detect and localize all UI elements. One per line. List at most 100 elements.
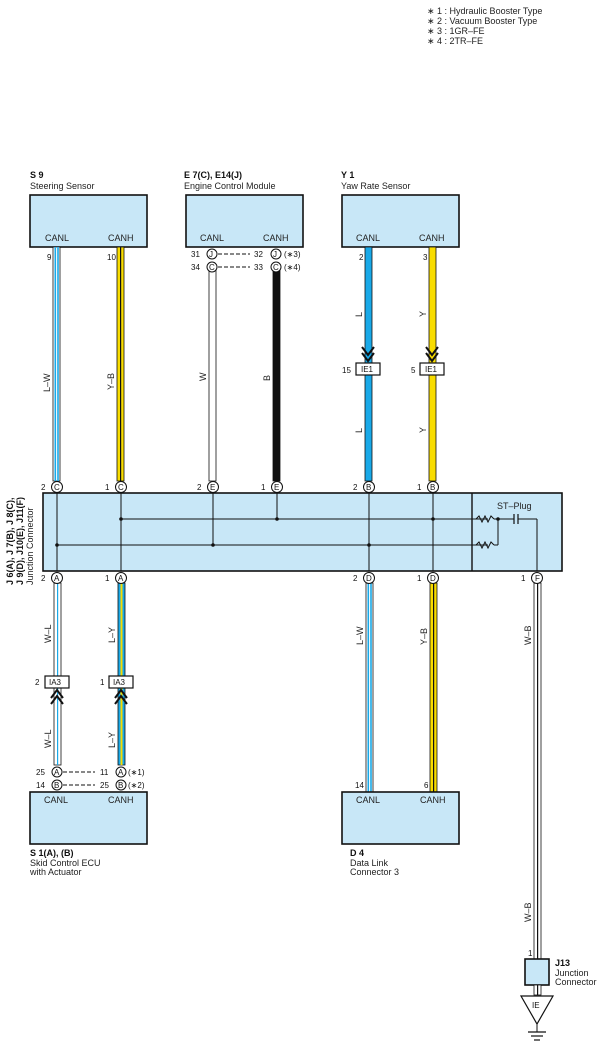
d4-code: D 4: [350, 848, 364, 858]
st-plug-label: ST–Plug: [497, 501, 532, 511]
svg-text:C: C: [273, 263, 279, 272]
y1-canl-label: CANL: [356, 233, 380, 243]
svg-text:B: B: [54, 781, 59, 790]
skid-control-ecu-box: [29, 791, 148, 845]
svg-text:5: 5: [411, 366, 416, 375]
steering-sensor-box: [29, 194, 148, 248]
s1-code: S 1(A), (B): [30, 848, 74, 858]
data-link-connector-box: [341, 791, 460, 845]
ecm-code: E 7(C), E14(J): [184, 170, 242, 180]
ia3-connector-canh: IA3 1: [100, 675, 134, 705]
wire-s1-canh: [117, 582, 126, 766]
wire-s1-canl: [53, 582, 62, 766]
wire-ecm-canl: [208, 265, 217, 482]
wire-d4-canh: [429, 582, 438, 793]
svg-text:2: 2: [353, 574, 358, 583]
jc-top-pins: 2 C 1 C 2 E 1 E 2 B 1 B: [41, 481, 439, 493]
label-wl-2: W–L: [43, 729, 53, 748]
svg-text:F: F: [535, 574, 540, 583]
wire-s9-canh: [116, 246, 125, 482]
d4-canh-pin: 6: [424, 781, 429, 790]
junction-bus: [55, 493, 538, 571]
ecm-name: Engine Control Module: [184, 181, 276, 191]
j13-code: J13: [555, 958, 570, 968]
note-1: ∗ 1 : Hydraulic Booster Type: [427, 6, 542, 16]
d4-canl-pin: 14: [355, 781, 364, 790]
jc-code-2: J 9(D), J10(E), J11(F): [15, 497, 25, 585]
svg-text:33: 33: [254, 263, 263, 272]
yaw-rate-sensor-box: [341, 194, 460, 248]
svg-text:B: B: [118, 781, 123, 790]
label-yb-2: Y–B: [419, 628, 429, 645]
label-yb: Y–B: [106, 373, 116, 390]
note-4: ∗ 4 : 2TR–FE: [427, 36, 483, 46]
svg-text:IA3: IA3: [113, 678, 126, 687]
j13-name-2: Connector: [555, 977, 597, 987]
svg-text:32: 32: [254, 250, 263, 259]
svg-text:34: 34: [191, 263, 200, 272]
ecm-canh-label: CANH: [263, 233, 289, 243]
label-lw: L–W: [42, 373, 52, 392]
y1-name: Yaw Rate Sensor: [341, 181, 410, 191]
s9-canl-label: CANL: [45, 233, 69, 243]
label-l-1: L: [354, 312, 364, 317]
svg-text:11: 11: [100, 768, 109, 777]
svg-text:A: A: [54, 768, 60, 777]
label-y-2: Y: [418, 427, 428, 433]
ground-ie-symbol: IE: [519, 995, 555, 1041]
svg-text:B: B: [430, 483, 435, 492]
svg-text:2: 2: [41, 483, 46, 492]
s1-canh-label: CANH: [108, 795, 134, 805]
svg-text:A: A: [118, 574, 124, 583]
s9-code: S 9: [30, 170, 44, 180]
ia3-connector-canl: IA3 2: [35, 675, 70, 705]
note-3: ∗ 3 : 1GR–FE: [427, 26, 485, 36]
label-wl-1: W–L: [43, 624, 53, 643]
label-wb-2: W–B: [523, 902, 533, 922]
svg-text:(∗2): (∗2): [128, 781, 145, 790]
jc-code-1: J 6(A), J 7(B), J 8(C),: [5, 497, 15, 585]
ie1-connector-y: IE1 5: [411, 346, 445, 376]
label-w: W: [198, 372, 208, 381]
svg-text:1: 1: [261, 483, 266, 492]
s1-name-1: Skid Control ECU: [30, 858, 101, 868]
svg-text:1: 1: [417, 574, 422, 583]
y1-canh-label: CANH: [419, 233, 445, 243]
y1-canh-pin: 3: [423, 253, 428, 262]
wire-s9-canl: [52, 246, 61, 482]
y1-code: Y 1: [341, 170, 354, 180]
svg-text:25: 25: [100, 781, 109, 790]
s9-canh-pin: 10: [107, 253, 116, 262]
svg-text:E: E: [274, 483, 279, 492]
svg-text:15: 15: [342, 366, 351, 375]
ie1-connector-l: IE1 15: [342, 346, 381, 376]
s9-canh-label: CANH: [108, 233, 134, 243]
svg-text:C: C: [209, 263, 215, 272]
svg-text:1: 1: [528, 949, 533, 958]
svg-text:2: 2: [41, 574, 46, 583]
y1-canl-pin: 2: [359, 253, 364, 262]
svg-text:1: 1: [105, 574, 110, 583]
jc-name: Junction Connector: [25, 507, 35, 585]
svg-text:A: A: [118, 768, 124, 777]
ecm-pin-block: 31 J 32 J (∗3) 34 C 33 C (∗4): [191, 248, 301, 273]
svg-text:J: J: [209, 250, 213, 259]
svg-text:C: C: [118, 483, 124, 492]
d4-canh-label: CANH: [420, 795, 446, 805]
note-2: ∗ 2 : Vacuum Booster Type: [427, 16, 537, 26]
svg-text:IA3: IA3: [49, 678, 62, 687]
label-ly-1: L–Y: [107, 627, 117, 643]
label-wb-1: W–B: [523, 625, 533, 645]
svg-text:1: 1: [100, 678, 105, 687]
label-lw-2: L–W: [355, 626, 365, 645]
d4-name-2: Connector 3: [350, 867, 399, 877]
s1-name-2: with Actuator: [29, 867, 82, 877]
junction-connector-box: [42, 492, 563, 572]
svg-text:14: 14: [36, 781, 45, 790]
svg-text:1: 1: [417, 483, 422, 492]
svg-text:B: B: [366, 483, 371, 492]
svg-text:25: 25: [36, 768, 45, 777]
svg-text:IE1: IE1: [361, 365, 374, 374]
jc-bottom-pins: 2 A 1 A 2 D 1 D 1 F: [41, 572, 543, 584]
